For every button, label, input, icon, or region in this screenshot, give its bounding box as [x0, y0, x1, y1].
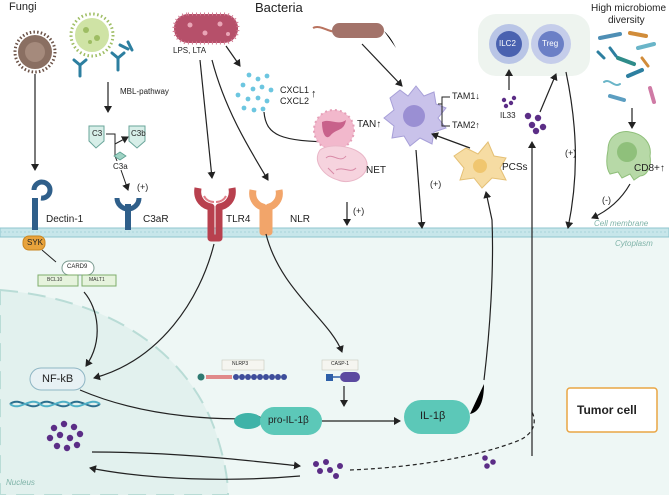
dectin1-label: Dectin-1	[46, 214, 84, 225]
cxcl2-label: CXCL2	[280, 96, 310, 106]
microbiome-diversity-icons	[596, 31, 656, 104]
nlrp3-complex-icon	[197, 373, 287, 381]
tumor-cell-box	[566, 387, 658, 433]
malt1-label: MALT1	[89, 277, 105, 283]
tumor-cell-label: Tumor cell	[577, 403, 637, 417]
lps-tlr4-arrow	[199, 59, 216, 179]
c3a-plus-label: (+)	[137, 182, 149, 192]
cell-membrane	[0, 227, 669, 238]
ilc2-cell-icon	[489, 24, 529, 64]
tan-neutrophil-icon	[313, 109, 355, 151]
il33-particles	[501, 95, 547, 135]
pcss-plus-label: (+)	[430, 179, 442, 189]
card9-nfkb-arrow	[83, 291, 98, 367]
fungi-spore-icon	[13, 30, 57, 74]
card9-label: CARD9	[67, 264, 88, 270]
pcss-cell-icon	[453, 141, 507, 189]
ilc2-label: ILC2	[499, 39, 516, 48]
microbiome-label-line2: diversity	[608, 15, 645, 26]
nucleus-particles	[46, 420, 84, 452]
cxcl1-label: CXCL1	[280, 85, 310, 95]
cd8-label: CD8+↑	[634, 163, 665, 174]
bacteria-label: Bacteria	[255, 0, 303, 15]
macrophage-icon	[383, 85, 447, 147]
dectin1-receptor-icon	[31, 179, 53, 230]
syk-node	[22, 235, 46, 251]
net-structure-icon	[316, 145, 368, 182]
c3-icon	[88, 125, 105, 149]
cell-membrane-label: Cell membrane	[594, 219, 649, 228]
nlrp3-label: NLRP3	[232, 361, 249, 367]
pro-il1b-node	[260, 407, 322, 435]
treg-cell-icon	[531, 24, 571, 64]
nlr-label: NLR	[290, 214, 311, 225]
bcl10-label: BCL10	[47, 277, 63, 283]
microbiome-label-line1: High microbiome	[591, 3, 667, 14]
bcl10-node	[37, 274, 79, 287]
il33-plus-label: (+)	[565, 148, 577, 158]
c3b-label: C3b	[131, 129, 146, 138]
treg-label: Treg	[542, 39, 559, 48]
bacteria-rod-icon	[172, 12, 240, 45]
secreted-particles	[313, 455, 496, 479]
tlr4-label: TLR4	[226, 214, 251, 225]
tlr4-nfkb-arrow	[93, 243, 215, 381]
c3b-icon	[128, 125, 146, 149]
net-label: NET	[366, 165, 386, 176]
malt1-node	[81, 274, 117, 287]
nlr-receptor-icon	[249, 189, 283, 236]
cd8-minus-label: (-)	[602, 195, 611, 205]
mbl-pathway-label: MBL-pathway	[120, 87, 169, 96]
tam1-label: TAM1↓	[452, 91, 480, 101]
il1b-node	[404, 400, 470, 434]
c3a-label: C3a	[113, 162, 128, 171]
nucleus-label: Nucleus	[6, 478, 35, 487]
nlr-casp1-arrow	[265, 233, 344, 353]
c3-label: C3	[92, 129, 103, 138]
nfkb-node	[29, 367, 86, 391]
il1b-label: IL-1β	[420, 410, 446, 422]
bacteria-spiral-icon	[312, 23, 396, 48]
tlr4-receptor-icon	[194, 187, 236, 242]
pro-il1b-label: pro-IL-1β	[268, 415, 309, 426]
cxcl-up-arrow: ↑	[311, 88, 317, 100]
il33-label: IL33	[500, 111, 516, 120]
fungi-label: Fungi	[9, 1, 37, 13]
casp1-label: CASP-1	[331, 361, 350, 367]
cd8-tcell-icon	[606, 131, 651, 181]
cxcl-chemokine-dots	[235, 72, 274, 113]
syk-label: SYK	[27, 238, 44, 247]
tam2-label: TAM2↑	[452, 120, 480, 130]
net-plus-label: (+)	[353, 206, 365, 216]
dna-icon	[9, 400, 101, 408]
mannan-ligand-icons	[72, 40, 134, 78]
c3a-icon	[113, 151, 127, 161]
lps-nlr-arrow	[211, 59, 269, 181]
lps-lta-label: LPS, LTA	[173, 46, 207, 55]
pro-domain-icon	[234, 413, 262, 429]
pcss-label: PCSs	[502, 162, 528, 173]
fungi-colony-icon	[69, 12, 115, 58]
casp1-icon	[326, 372, 360, 382]
c3ar-receptor-icon	[114, 197, 142, 230]
tan-label: TAN↑	[357, 119, 382, 130]
il1b-pcss-arrow	[483, 191, 494, 381]
c3ar-label: C3aR	[143, 214, 169, 225]
nfkb-label: NF-kB	[42, 373, 74, 385]
cytoplasm-label: Cytoplasm	[615, 239, 653, 248]
